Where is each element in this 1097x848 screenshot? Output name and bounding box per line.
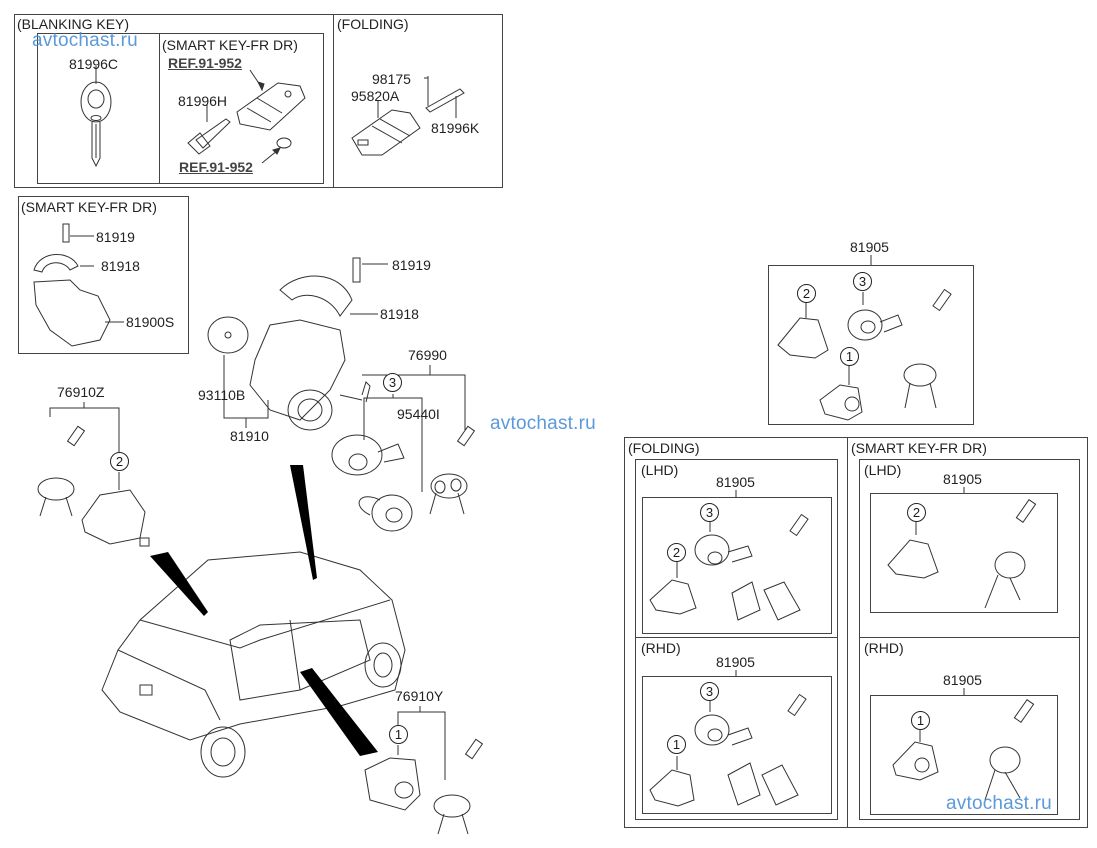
smart-key-fob-drawing: [237, 70, 305, 163]
folding-key-title: (FOLDING): [337, 16, 409, 32]
callout-3-folding-lhd: 3: [700, 503, 719, 522]
folding-rhd-frame: [642, 676, 832, 814]
bracket-drawing: [34, 224, 124, 346]
door-lock-76910Y-drawing: [365, 706, 482, 834]
watermark-bottom-right: avtochast.ru: [946, 793, 1052, 814]
part-label-81900S[interactable]: 81900S: [126, 314, 175, 330]
smart-key-panel-title: (SMART KEY-FR DR): [851, 440, 987, 456]
kit-smartkey-rhd-drawing: [893, 688, 1034, 800]
ignition-assembly-drawing: [208, 258, 388, 430]
kit-81905-main-frame: [768, 265, 974, 425]
part-label-81919[interactable]: 81919: [392, 257, 431, 273]
part-label-76910Z[interactable]: 76910Z: [57, 384, 105, 400]
callout-1-folding-rhd: 1: [667, 735, 686, 754]
kit-smartkey-lhd-drawing: [888, 487, 1036, 608]
callout-1-76910Y: 1: [389, 725, 408, 744]
part-label-81919-inset[interactable]: 81919: [96, 229, 135, 245]
folding-key-panel: [333, 14, 503, 188]
part-label-81996K[interactable]: 81996K: [431, 120, 480, 136]
kit-folding-lhd-drawing: [650, 490, 808, 620]
part-label-98175[interactable]: 98175: [372, 71, 411, 87]
folding-lhd-title: (LHD): [641, 462, 679, 478]
callout-3-kit-main: 3: [853, 272, 872, 291]
smartkey-lhd-frame: [870, 493, 1058, 613]
variants-outer-frame: [624, 437, 1088, 828]
callout-3-folding-rhd: 3: [700, 682, 719, 701]
part-label-81905-smartkey-lhd[interactable]: 81905: [943, 471, 982, 487]
kit-81905-main-drawing: [778, 255, 951, 420]
door-lock-76910Z-drawing: [38, 402, 149, 546]
smart-key-subpanel-title: (SMART KEY-FR DR): [162, 37, 298, 53]
callout-2-folding-lhd: 2: [667, 543, 686, 562]
part-label-95820A[interactable]: 95820A: [351, 88, 400, 104]
part-label-81905-folding-lhd[interactable]: 81905: [716, 474, 755, 490]
callout-2-smartkey-lhd: 2: [907, 503, 926, 522]
part-label-81910[interactable]: 81910: [230, 428, 269, 444]
part-label-76910Y[interactable]: 76910Y: [395, 688, 444, 704]
smart-key-blade-drawing: [188, 104, 230, 154]
lock-set-76990-drawing: [332, 365, 474, 531]
smartkey-lhd-title: (LHD): [864, 462, 902, 478]
watermark-middle: avtochast.ru: [490, 413, 596, 434]
smart-key-inset-panel: [18, 196, 189, 354]
folding-rhd-title: (RHD): [641, 640, 681, 656]
part-label-76990[interactable]: 76990: [408, 347, 447, 363]
ref-link-bottom[interactable]: REF.91-952: [179, 159, 253, 175]
part-label-81996C[interactable]: 81996C: [69, 56, 119, 72]
kit-folding-rhd-drawing: [650, 670, 806, 806]
part-label-81905-smartkey-rhd[interactable]: 81905: [943, 672, 982, 688]
car-drawing: [102, 552, 405, 777]
variants-divider: [847, 437, 848, 828]
part-label-81918[interactable]: 81918: [380, 306, 419, 322]
callout-2-kit-main: 2: [797, 284, 816, 303]
folding-panel-title: (FOLDING): [628, 440, 700, 456]
part-label-95440I[interactable]: 95440I: [397, 406, 440, 422]
callout-2-76910Z: 2: [110, 452, 129, 471]
blank-key-drawing: [81, 66, 111, 166]
part-label-81996H[interactable]: 81996H: [178, 93, 228, 109]
callout-1-smartkey-rhd: 1: [911, 711, 930, 730]
part-label-81905-folding-rhd[interactable]: 81905: [716, 654, 755, 670]
smartkey-rhd-title: (RHD): [864, 640, 904, 656]
folding-rhd-panel: [635, 637, 838, 820]
part-label-81905-main[interactable]: 81905: [850, 239, 889, 255]
folding-lhd-frame: [642, 497, 832, 634]
part-label-93110B[interactable]: 93110B: [198, 387, 246, 403]
blanking-key-title: (BLANKING KEY): [17, 16, 130, 32]
folding-key-drawing: [352, 76, 464, 155]
smart-key-subpanel: [159, 33, 324, 184]
callout-1-kit-main: 1: [840, 347, 859, 366]
pointer-arrows: [150, 465, 378, 756]
part-label-81918-inset[interactable]: 81918: [101, 258, 140, 274]
watermark-top-left: avtochast.ru: [32, 30, 138, 51]
smartkey-rhd-frame: [870, 695, 1058, 815]
smart-key-inset-title: (SMART KEY-FR DR): [21, 199, 157, 215]
smartkey-rhd-panel: [859, 637, 1080, 820]
ref-link-top[interactable]: REF.91-952: [168, 55, 242, 71]
callout-3-76990: 3: [383, 373, 402, 392]
